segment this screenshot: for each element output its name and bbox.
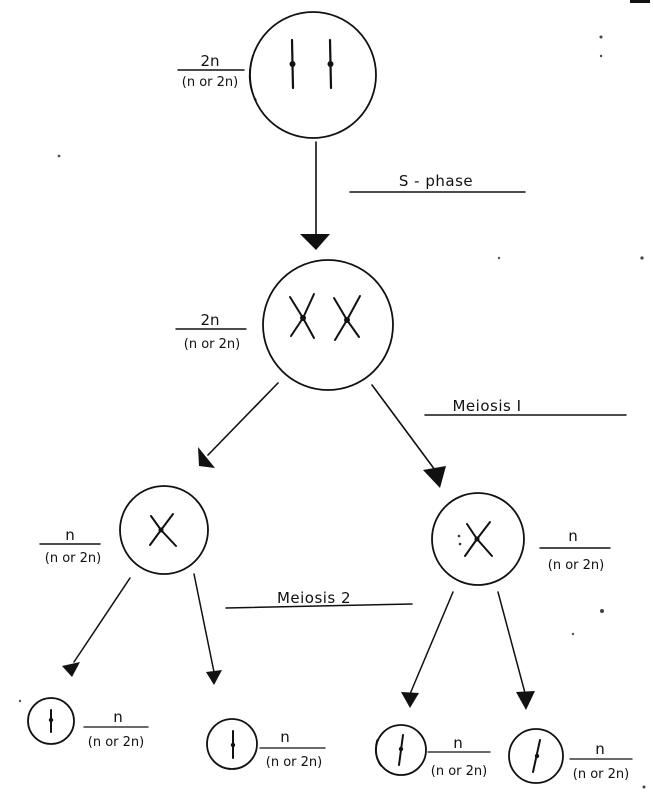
ploidy-denominator: (n or 2n) xyxy=(88,735,144,750)
arrow-meiosis2-left-b xyxy=(193,573,222,685)
arrowhead xyxy=(206,670,222,685)
stage-label-meiosis-2: Meiosis 2 xyxy=(277,589,351,607)
centromere xyxy=(230,742,236,748)
cell-top xyxy=(248,11,377,139)
arrow-meiosis2-right-b xyxy=(497,591,535,710)
arrowhead xyxy=(401,692,419,708)
arrow-meiosis2-right-a xyxy=(401,591,454,708)
cell-top-membrane-double xyxy=(248,54,257,101)
arrow-meiosis2-left-a xyxy=(62,577,131,677)
centromere xyxy=(344,317,350,323)
ploidy-denominator: (n or 2n) xyxy=(573,767,629,782)
label-middle-ploidy: 2n (n or 2n) xyxy=(175,311,247,352)
stage-label-s-phase: S - phase xyxy=(399,172,473,190)
ploidy-numerator: n xyxy=(453,734,463,752)
speck xyxy=(458,542,462,546)
ploidy-denominator: (n or 2n) xyxy=(266,755,322,770)
centromere xyxy=(300,315,306,321)
arrow-s-phase xyxy=(300,141,330,250)
cell-middle xyxy=(262,259,394,391)
label-meiosis-2: Meiosis 2 xyxy=(225,589,413,609)
arrowhead xyxy=(198,447,215,468)
arrowhead xyxy=(516,691,535,710)
centromere xyxy=(289,61,296,67)
gamete-3 xyxy=(374,724,427,776)
cell-right-membrane xyxy=(431,492,525,586)
label-top-ploidy: 2n (n or 2n) xyxy=(177,52,245,90)
arrowhead xyxy=(300,234,330,250)
ploidy-denominator: (n or 2n) xyxy=(431,764,487,779)
gamete-membrane xyxy=(206,718,258,770)
label-gamete-4-ploidy: n (n or 2n) xyxy=(569,740,633,782)
gamete-membrane xyxy=(27,697,75,745)
gamete-2 xyxy=(206,718,258,770)
gamete-4 xyxy=(508,728,564,784)
cell-right xyxy=(431,492,525,586)
label-gamete-3-ploidy: n (n or 2n) xyxy=(427,734,491,779)
ploidy-numerator: 2n xyxy=(200,52,219,70)
label-gamete-2-ploidy: n (n or 2n) xyxy=(259,728,326,770)
stage-label-meiosis-1: Meiosis I xyxy=(452,397,521,415)
label-right-ploidy: n (n or 2n) xyxy=(539,527,611,573)
ploidy-numerator: n xyxy=(113,708,123,726)
arrow-meiosis1-left xyxy=(198,382,279,468)
scan-artifacts xyxy=(18,0,650,789)
label-s-phase: S - phase xyxy=(349,172,526,193)
ploidy-numerator: n xyxy=(280,728,290,746)
ploidy-numerator: n xyxy=(595,740,605,758)
arrowhead xyxy=(62,662,80,677)
centromere xyxy=(48,717,54,723)
arrow-meiosis1-right xyxy=(371,384,446,488)
centromere xyxy=(158,527,164,533)
gamete-membrane xyxy=(508,728,564,784)
gamete-membrane-double xyxy=(374,739,382,767)
arrowhead xyxy=(423,466,446,488)
centromere xyxy=(327,61,334,67)
cell-left-membrane xyxy=(119,485,209,575)
ploidy-numerator: n xyxy=(568,527,578,545)
ploidy-denominator: (n or 2n) xyxy=(182,75,238,90)
ploidy-numerator: n xyxy=(65,526,75,544)
label-gamete-1-ploidy: n (n or 2n) xyxy=(83,708,149,750)
cell-top-membrane xyxy=(249,11,377,139)
centromere xyxy=(398,746,404,752)
cell-left xyxy=(119,485,209,575)
centromere xyxy=(534,753,540,759)
cell-middle-membrane xyxy=(262,259,394,391)
label-meiosis-1: Meiosis I xyxy=(424,397,627,416)
gamete-1 xyxy=(27,697,75,745)
ploidy-numerator: 2n xyxy=(200,311,219,329)
label-left-ploidy: n (n or 2n) xyxy=(39,526,101,566)
speck xyxy=(457,534,461,538)
ploidy-denominator: (n or 2n) xyxy=(548,558,604,573)
centromere xyxy=(474,536,480,542)
ploidy-denominator: (n or 2n) xyxy=(184,337,240,352)
ploidy-denominator: (n or 2n) xyxy=(45,551,101,566)
